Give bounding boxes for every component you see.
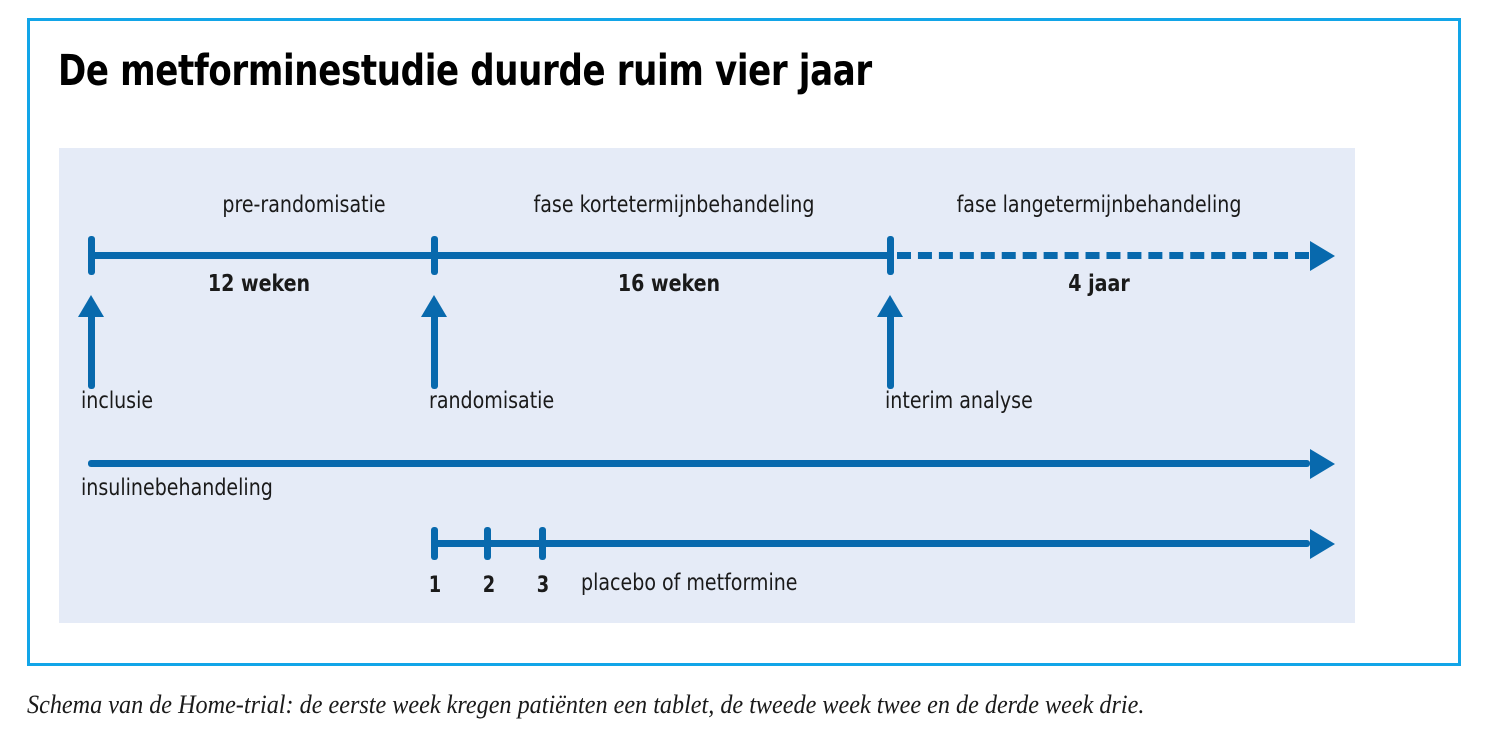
- dose-tick-label-2: 2: [482, 573, 496, 598]
- timeline-dashed-segment: [897, 252, 1309, 259]
- timeline-arrowhead-icon: [1310, 240, 1335, 271]
- diagram-panel: pre-randomisatie fase kortetermijnbehand…: [59, 148, 1355, 623]
- event-arrow-icon-randomisatie: [421, 295, 447, 317]
- dose-tick-label-1: 1: [428, 573, 442, 598]
- event-arrow-icon-interim: [877, 295, 903, 317]
- dose-tick-1: [431, 527, 438, 560]
- track-label-insulinebehandeling: insulinebehandeling: [81, 475, 273, 501]
- event-label-interim-analyse: interim analyse: [885, 388, 1033, 414]
- phase-label-pre-randomisatie: pre-randomisatie: [222, 192, 386, 218]
- track-arrowhead-icon-placebo-of-metformine: [1310, 528, 1335, 559]
- timeline-solid-segment: [88, 252, 892, 259]
- phase-label-kortetermijn: fase kortetermijnbehandeling: [533, 192, 815, 218]
- track-line-placebo-of-metformine: [431, 540, 1310, 547]
- timeline-tick-interim: [887, 236, 894, 275]
- dose-tick-label-3: 3: [536, 573, 550, 598]
- track-line-insulinebehandeling: [88, 460, 1310, 467]
- event-arrow-icon-inclusie: [78, 295, 104, 317]
- phase-label-langetermijn: fase langetermijnbehandeling: [956, 192, 1242, 218]
- duration-label-12-weken: 12 weken: [207, 271, 311, 297]
- track-arrowhead-icon-insulinebehandeling: [1310, 448, 1335, 479]
- dose-tick-2: [484, 527, 491, 560]
- dose-tick-3: [539, 527, 546, 560]
- figure-card: De metforminestudie duurde ruim vier jaa…: [27, 18, 1461, 666]
- figure-caption: Schema van de Home-trial: de eerste week…: [27, 690, 1145, 719]
- track-label-placebo-of-metformine: placebo of metformine: [581, 570, 798, 596]
- duration-label-4-jaar: 4 jaar: [1068, 271, 1130, 297]
- timeline-tick-start: [88, 236, 95, 275]
- timeline-tick-randomisatie: [431, 236, 438, 275]
- event-label-randomisatie: randomisatie: [429, 388, 555, 414]
- event-arrow-shaft-inclusie: [88, 317, 95, 389]
- duration-label-16-weken: 16 weken: [617, 271, 721, 297]
- page-title: De metforminestudie duurde ruim vier jaa…: [58, 46, 872, 96]
- event-arrow-shaft-interim: [887, 317, 894, 389]
- event-label-inclusie: inclusie: [81, 388, 154, 414]
- event-arrow-shaft-randomisatie: [431, 317, 438, 389]
